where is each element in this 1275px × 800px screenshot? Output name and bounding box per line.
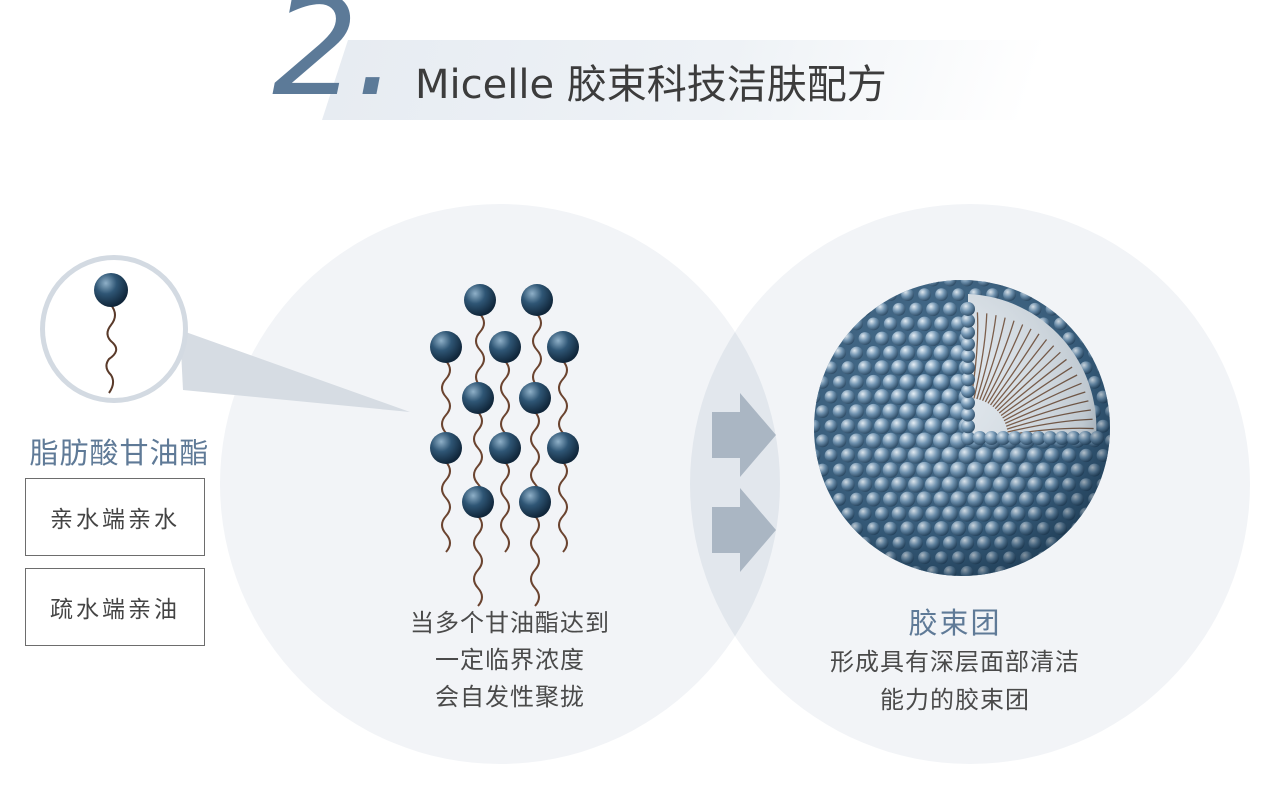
molecule-head bbox=[519, 486, 551, 518]
page-title: Micelle 胶束科技洁肤配方 bbox=[415, 62, 887, 108]
molecule-tail bbox=[530, 515, 540, 607]
hydrophobic-label: 疏水端亲油 bbox=[50, 597, 180, 623]
molecule-tail bbox=[558, 461, 568, 553]
right-caption-line: 形成具有深层面部清洁 bbox=[830, 648, 1080, 676]
right-arrow-icon bbox=[712, 393, 776, 477]
middle-caption-line: 当多个甘油酯达到 bbox=[410, 609, 610, 637]
molecule-head bbox=[547, 432, 579, 464]
step-number: 2. bbox=[272, 0, 398, 127]
molecule-head bbox=[462, 382, 494, 414]
middle-caption-line: 一定临界浓度 bbox=[435, 646, 585, 674]
molecule-head bbox=[519, 382, 551, 414]
molecule-head bbox=[489, 432, 521, 464]
molecule-tail bbox=[441, 461, 451, 553]
molecule-head bbox=[521, 284, 553, 316]
molecule-head bbox=[462, 486, 494, 518]
hydrophobic-box: 疏水端亲油 bbox=[25, 568, 205, 646]
middle-caption: 当多个甘油酯达到 一定临界浓度 会自发性聚拢 bbox=[360, 605, 660, 716]
micelle-shading bbox=[814, 280, 1110, 576]
molecule-head bbox=[489, 331, 521, 363]
molecule-name: 脂肪酸甘油酯 bbox=[29, 436, 210, 470]
molecule-tail bbox=[500, 461, 510, 553]
hydrophilic-label: 亲水端亲水 bbox=[50, 507, 180, 533]
molecule-tail bbox=[530, 411, 540, 503]
molecule-tail bbox=[473, 515, 483, 607]
right-caption: 形成具有深层面部清洁 能力的胶束团 bbox=[790, 643, 1120, 719]
right-caption-line: 能力的胶束团 bbox=[880, 686, 1030, 714]
right-arrow-icon bbox=[712, 488, 776, 572]
molecule-head bbox=[547, 331, 579, 363]
micelle-title: 胶束团 bbox=[908, 606, 1002, 640]
left-circle bbox=[220, 204, 780, 764]
hydrophilic-box: 亲水端亲水 bbox=[25, 478, 205, 556]
molecule-head bbox=[430, 331, 462, 363]
molecule-head bbox=[430, 432, 462, 464]
molecule-head bbox=[464, 284, 496, 316]
molecule-tail bbox=[473, 411, 483, 503]
middle-caption-line: 会自发性聚拢 bbox=[435, 683, 585, 711]
